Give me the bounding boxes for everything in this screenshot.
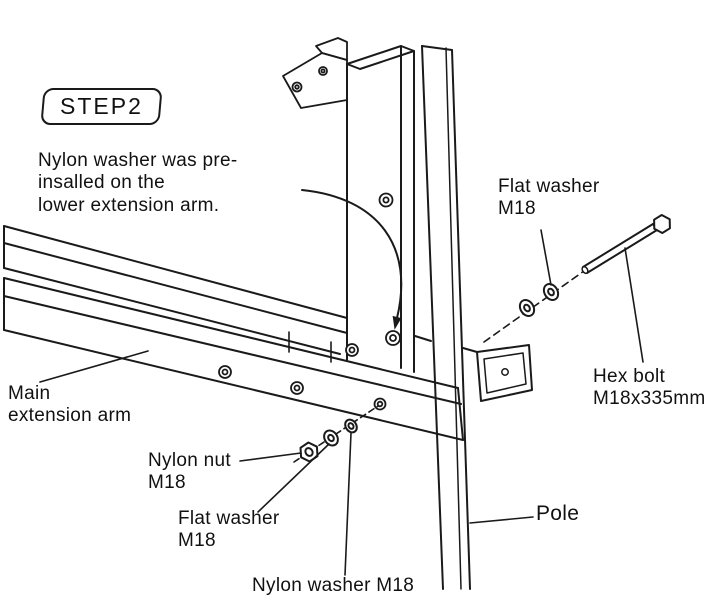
label-nylon-washer: Nylon washer M18 (252, 575, 415, 596)
bolt-holes (218, 192, 394, 411)
flat-washer-pair-drawing (518, 283, 560, 317)
leader-main-extension-arm (39, 350, 149, 383)
arm-end-block-drawing (476, 344, 533, 402)
main-extension-arm-drawing (3, 277, 464, 441)
label-hex-bolt: Hex bolt M18x335mm (593, 366, 706, 410)
pole-drawing (421, 45, 471, 590)
leader-hex-bolt (624, 247, 644, 363)
leader-flat-washer-top (540, 229, 552, 286)
leader-nylon-nut (239, 452, 302, 462)
leader-pole (469, 516, 534, 524)
label-main-extension-arm: Main extension arm (8, 383, 132, 427)
annotation-arrow (301, 189, 403, 330)
preinstalled-nylon-washer-drawing (385, 330, 401, 346)
leader-flat-washer-bottom (257, 443, 330, 513)
label-pole: Pole (536, 502, 580, 525)
hex-bolt-drawing (581, 214, 671, 275)
label-nylon-nut: Nylon nut M18 (148, 450, 231, 494)
upright-post-drawing (346, 45, 415, 373)
nut-washer-stack-drawing (299, 418, 358, 463)
label-flat-washer-bottom: Flat washer M18 (178, 508, 280, 552)
step-badge-label: STEP2 (60, 93, 143, 119)
step-badge: STEP2 (40, 88, 163, 125)
leader-nylon-washer (344, 432, 352, 576)
mounting-bracket-drawing (282, 37, 348, 109)
label-flat-washer-top: Flat washer M18 (498, 176, 600, 220)
annotation-note: Nylon washer was pre- insalled on the lo… (38, 150, 238, 216)
leader-lines (39, 229, 644, 576)
lower-extension-arm-drawing (3, 225, 478, 363)
